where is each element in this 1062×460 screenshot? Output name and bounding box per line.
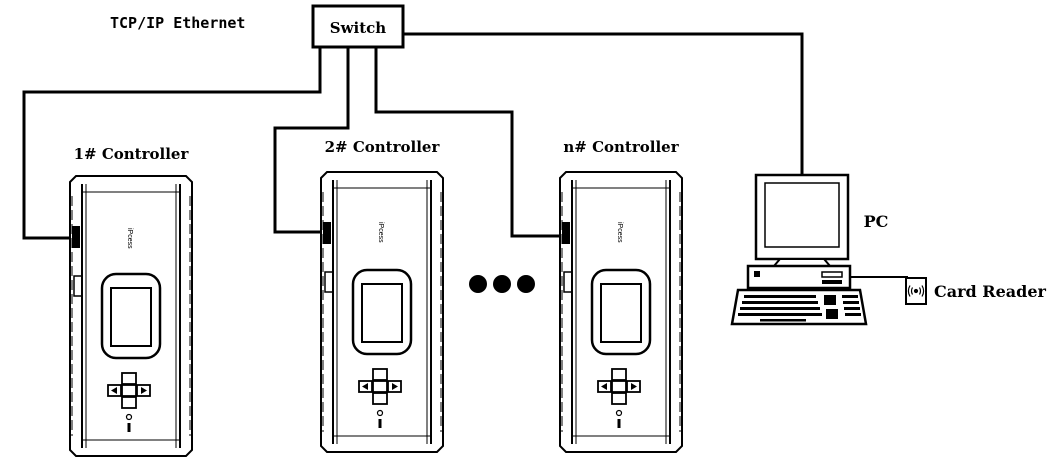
more-controllers-ellipsis bbox=[469, 275, 535, 293]
cable-controller-2 bbox=[273, 47, 350, 234]
controller-n-brand: iPcess bbox=[616, 222, 623, 243]
controller-n: n# Controller iPcess bbox=[558, 138, 684, 454]
card-reader-label: Card Reader bbox=[934, 282, 1047, 301]
controller-2: 2# Controller iPcess bbox=[319, 138, 445, 454]
network-label: TCP/IP Ethernet bbox=[110, 14, 245, 32]
controller-1-label: 1# Controller bbox=[74, 145, 190, 163]
controller-1-brand: iPcess bbox=[126, 228, 133, 249]
controller-2-brand: iPcess bbox=[377, 222, 384, 243]
wireless-icon bbox=[907, 285, 925, 297]
cable-controller-1 bbox=[22, 47, 322, 240]
controller-n-label: n# Controller bbox=[563, 138, 679, 156]
card-reader: Card Reader bbox=[905, 277, 1047, 305]
controller-1: 1# Controller iPcess bbox=[68, 145, 194, 458]
cable-controller-n bbox=[374, 47, 565, 238]
pc-label: PC bbox=[864, 212, 889, 231]
cable-pc bbox=[403, 32, 804, 175]
switch-box: Switch bbox=[311, 4, 405, 49]
controller-2-label: 2# Controller bbox=[325, 138, 441, 156]
switch-label: Switch bbox=[330, 19, 387, 37]
network-cables bbox=[22, 32, 908, 278]
pc-computer: PC bbox=[730, 173, 889, 326]
